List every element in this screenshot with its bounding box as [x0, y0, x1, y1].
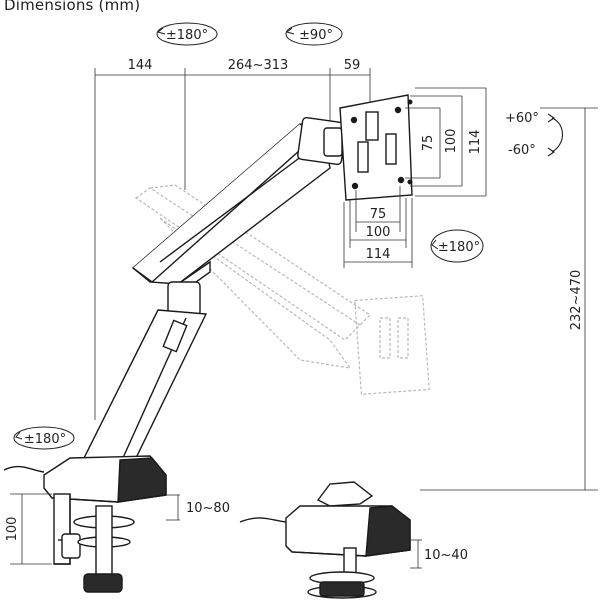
label-rot-base: ±180° — [24, 432, 66, 447]
diagram-title: Dimensions (mm) — [4, 0, 141, 14]
label-head-depth: 59 — [344, 58, 361, 73]
label-vesa-inner-v: 75 — [421, 135, 436, 152]
upper-arm — [131, 116, 347, 291]
label-tilt-down: -60° — [508, 143, 536, 158]
label-clamp-height: 100 — [5, 517, 20, 542]
rotation-marker-monitor — [430, 229, 484, 263]
label-grommet-thickness: 10~40 — [424, 548, 468, 563]
lower-arm — [80, 281, 208, 471]
vesa-plate — [339, 94, 413, 201]
label-clamp-thickness: 10~80 — [186, 501, 230, 516]
label-vesa-mid-h: 100 — [366, 225, 391, 240]
label-rot-monitor: ±180° — [438, 240, 480, 255]
vesa-dimension-lines — [343, 87, 487, 268]
rotation-marker-base — [13, 426, 75, 450]
label-height-range: 232~470 — [569, 270, 584, 331]
grommet-base — [239, 481, 411, 599]
ghost-arm — [134, 184, 430, 395]
rotation-marker-arm — [156, 22, 218, 46]
label-arm-offset: 144 — [128, 58, 153, 73]
label-vesa-inner-h: 75 — [370, 207, 387, 222]
label-vesa-mid-v: 100 — [444, 129, 459, 154]
clamp-base — [3, 455, 167, 593]
label-tilt-up: +60° — [505, 111, 539, 126]
label-rot-arm: ±180° — [166, 28, 208, 43]
label-vesa-outer-h: 114 — [366, 247, 391, 262]
rotation-marker-head — [285, 22, 343, 46]
label-arm-reach: 264~313 — [228, 58, 289, 73]
label-rot-head: ±90° — [299, 28, 333, 43]
base-dimension-lines — [10, 493, 422, 569]
label-vesa-outer-v: 114 — [468, 130, 483, 155]
tilt-arc-icon — [547, 113, 564, 157]
